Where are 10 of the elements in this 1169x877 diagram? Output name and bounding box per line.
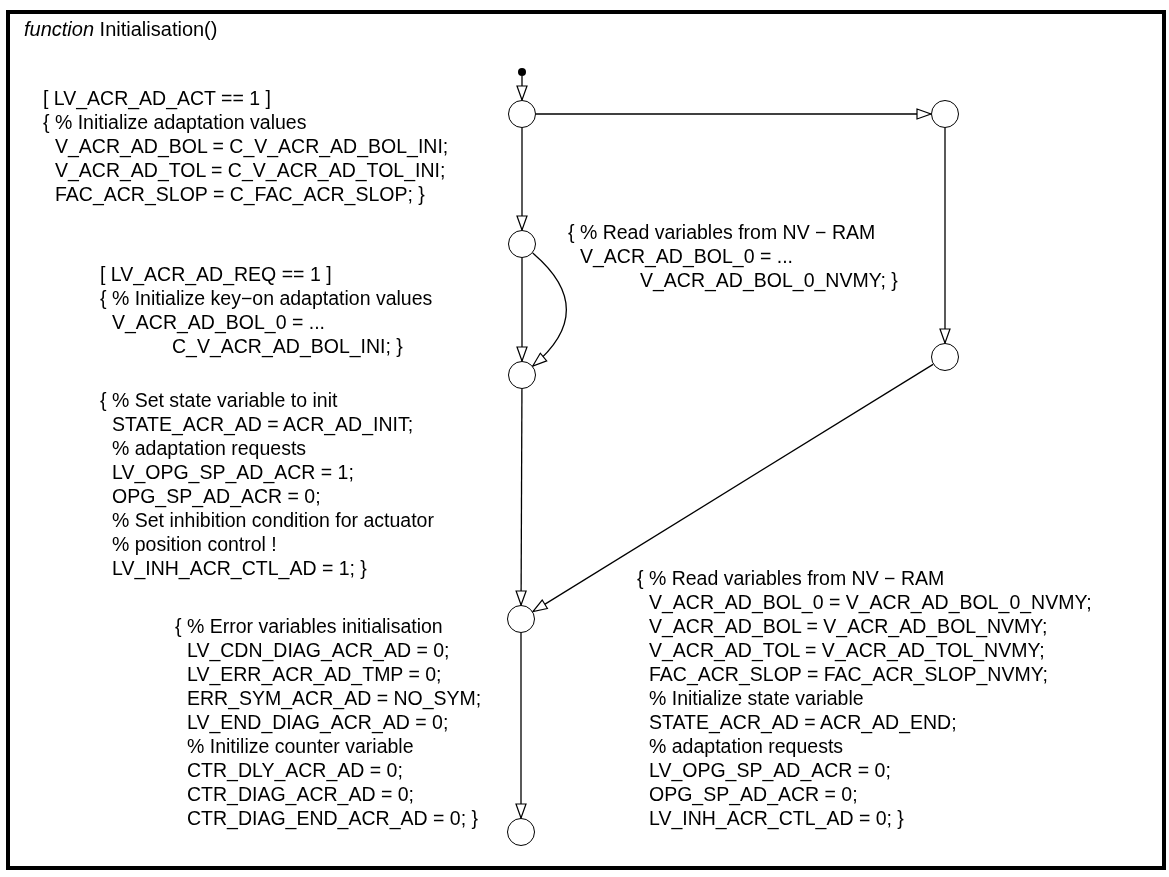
transition-arrow [532,252,567,367]
transition-arrow [515,388,527,606]
transition-arrow [515,632,527,819]
transition-arrow [516,127,528,231]
function-title: function Initialisation() [24,17,218,42]
transition-arrow [939,127,951,344]
transition-arrow [516,75,528,101]
transition-arrow [532,363,934,613]
transition-arrow [535,108,932,120]
transition-arrow [516,257,528,362]
